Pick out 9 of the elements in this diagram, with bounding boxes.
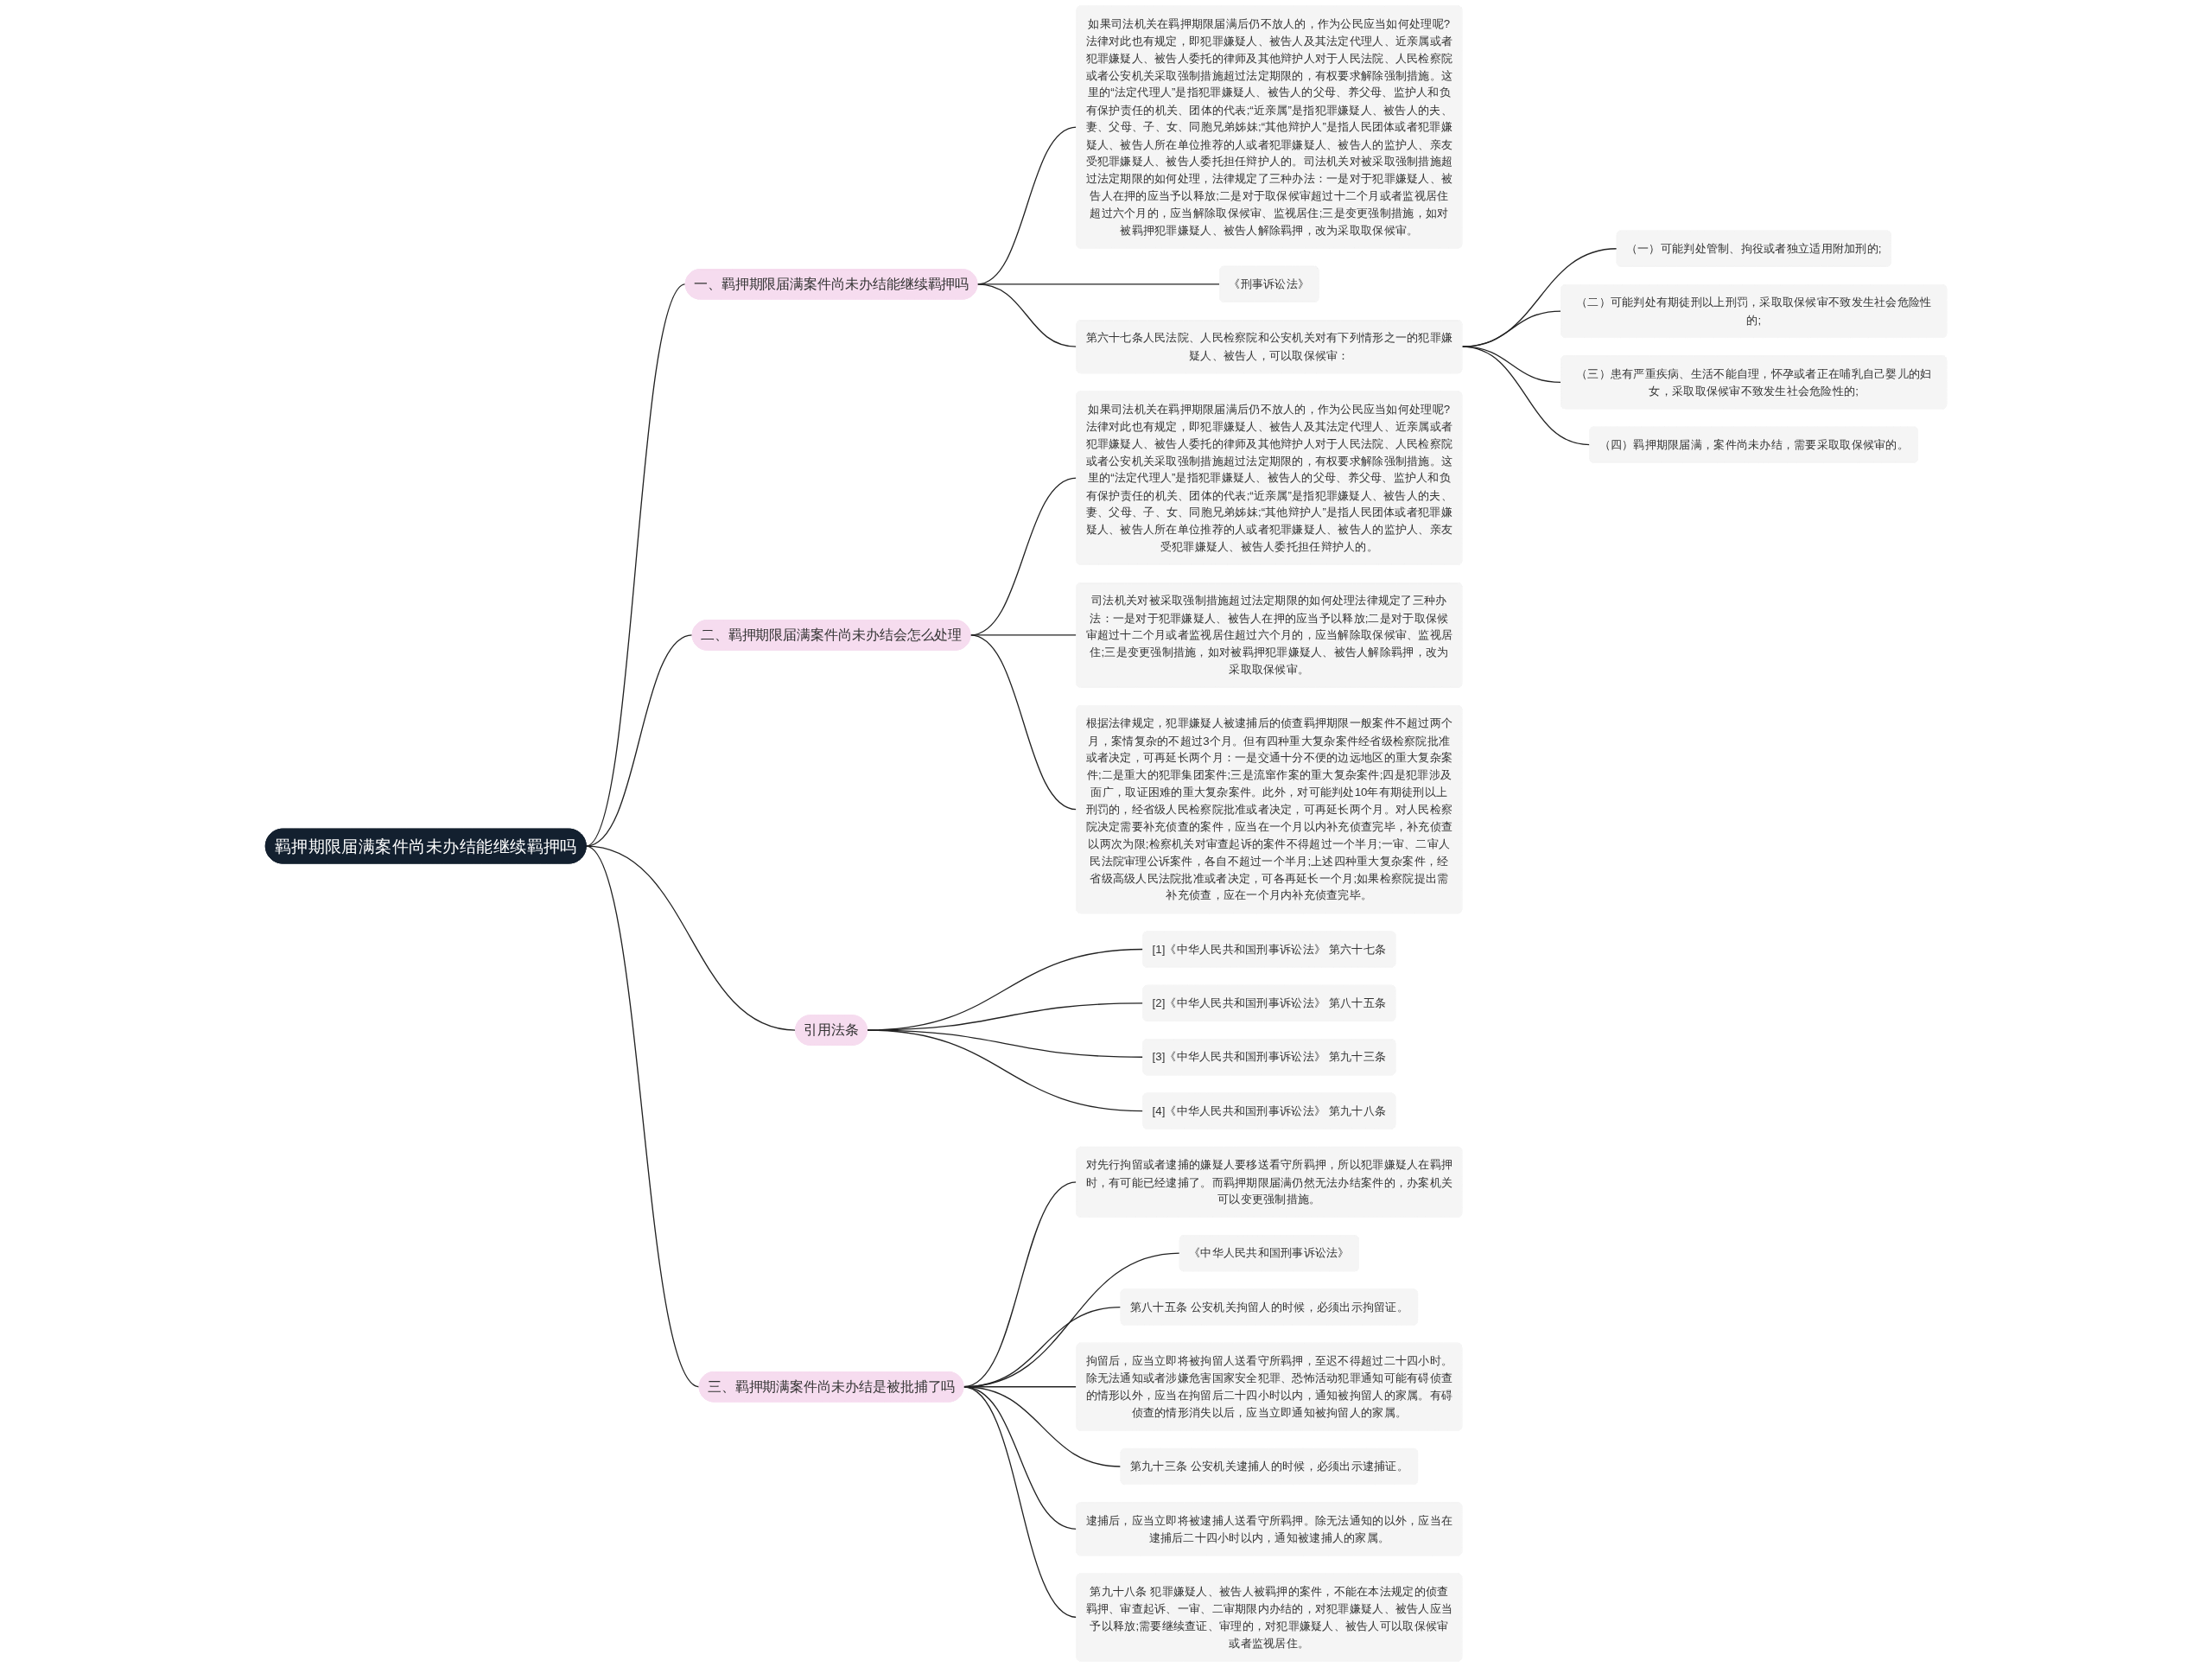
connector xyxy=(976,283,1077,347)
connector xyxy=(585,634,693,847)
connector xyxy=(969,634,1077,811)
connector xyxy=(1461,248,1618,347)
connector xyxy=(1461,310,1562,347)
connector xyxy=(585,845,700,1388)
connector xyxy=(1461,346,1591,446)
connector xyxy=(866,1029,1144,1112)
connector xyxy=(963,1386,1077,1619)
